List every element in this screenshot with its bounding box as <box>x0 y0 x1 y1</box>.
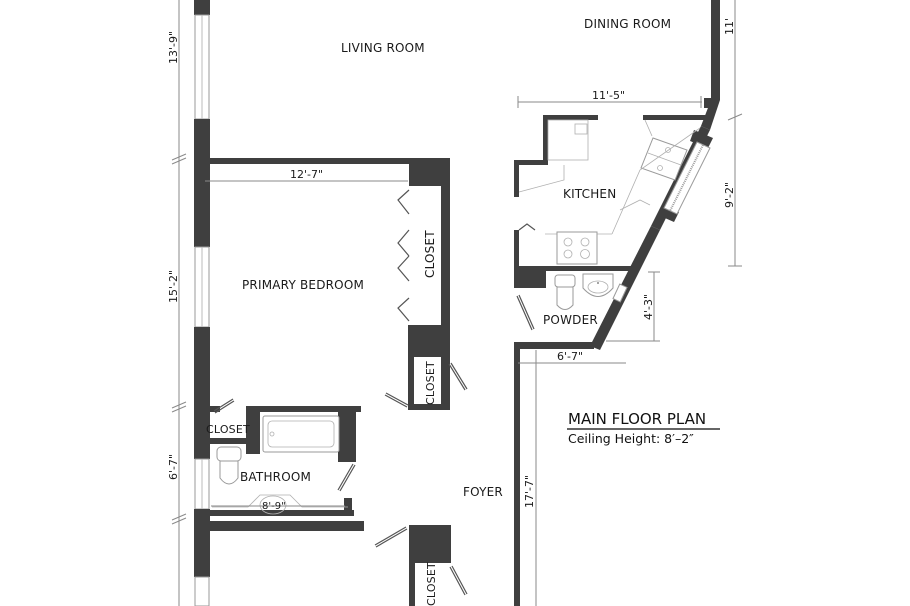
dim-label-bedroom-width: 12'-7" <box>290 168 323 181</box>
dim-label-foyer-height: 17'-7" <box>523 475 536 508</box>
dim-label-kitchen-height: 9'-2" <box>723 182 736 208</box>
dimension-lines <box>171 0 743 606</box>
room-label-kitchen: KITCHEN <box>563 187 616 201</box>
powder-fixtures <box>554 273 628 310</box>
room-label-powder: POWDER <box>543 313 598 327</box>
dim-label-powder-height: 4'-3" <box>642 294 655 320</box>
dim-label-bathroom-height: 6'-7" <box>167 454 180 480</box>
dim-label-bedroom-height: 15'-2" <box>167 270 180 303</box>
plan-title: MAIN FLOOR PLAN <box>568 410 706 428</box>
room-label-closet-bedroom: CLOSET <box>423 230 437 278</box>
interior-walls <box>194 158 451 606</box>
room-label-closet-bath: CLOSET <box>206 423 250 436</box>
dim-label-kitchen-width: 11'-5" <box>592 89 625 102</box>
room-label-closet-foyer: CLOSET <box>425 562 438 606</box>
room-label-living-room: LIVING ROOM <box>341 41 425 55</box>
room-label-closet-small: CLOSET <box>424 361 437 405</box>
kitchen-fixtures <box>518 119 711 265</box>
room-label-primary-bedroom: PRIMARY BEDROOM <box>242 278 364 292</box>
doors <box>213 189 536 596</box>
room-label-foyer: FOYER <box>463 485 503 499</box>
bathroom-fixtures <box>212 415 348 515</box>
room-label-dining-room: DINING ROOM <box>584 17 671 31</box>
dim-label-dining-height: 11' <box>723 18 736 35</box>
dim-label-powder-width: 6'-7" <box>557 350 583 363</box>
room-label-bathroom: BATHROOM <box>240 470 311 484</box>
dim-label-living-height: 13'-9" <box>167 31 180 64</box>
plan-subtitle: Ceiling Height: 8′–2″ <box>568 431 694 446</box>
dim-label-bathroom-width: 8'-9" <box>262 501 286 512</box>
